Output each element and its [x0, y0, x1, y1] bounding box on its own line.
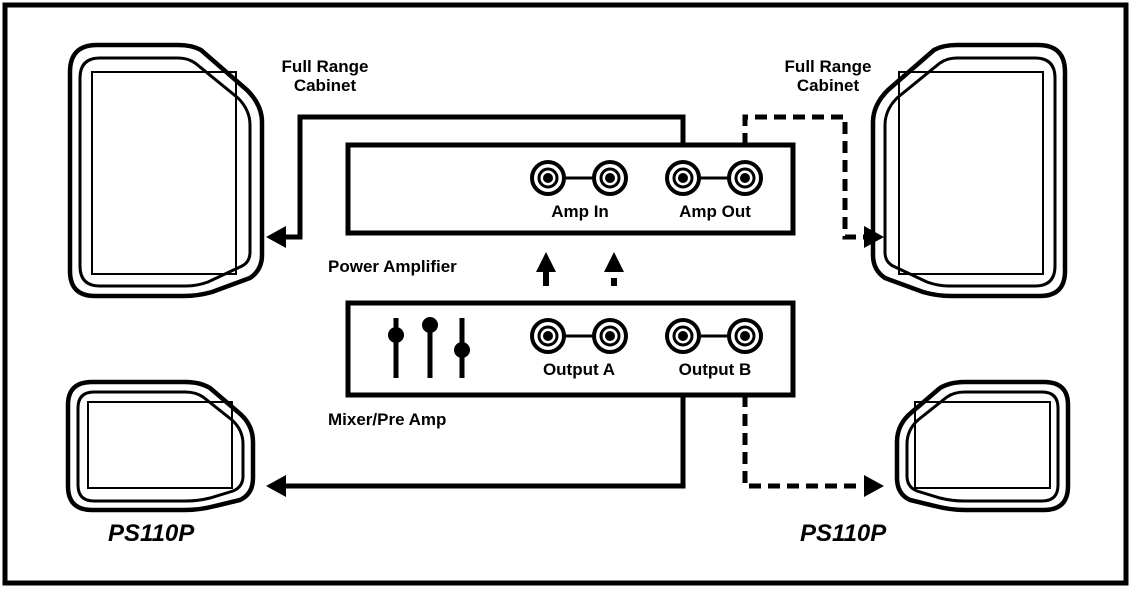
jack-icon — [530, 160, 566, 196]
jack-icon — [727, 318, 763, 354]
ps110p-speaker-left — [65, 379, 256, 513]
cable-output-b-to-right-ps110p — [742, 395, 863, 489]
arrow-left-ps110p — [266, 475, 286, 497]
arrow-left-cabinet — [266, 226, 286, 248]
cabinet-right-label-line2: Cabinet — [797, 76, 860, 95]
jack-icon — [530, 318, 566, 354]
full-range-cabinet-right — [870, 42, 1068, 299]
ps110p-speaker-right — [894, 379, 1071, 513]
amp-in-jacks — [530, 160, 628, 196]
cable-output-a-to-left-ps110p — [285, 395, 686, 489]
amp-in-label: Amp In — [551, 202, 609, 221]
mixer-label: Mixer/Pre Amp — [328, 410, 446, 429]
arrow-right-cabinet — [864, 226, 884, 248]
jack-icon — [727, 160, 763, 196]
model-label-right: PS110P — [800, 520, 887, 547]
power-amplifier-box — [345, 142, 796, 236]
model-label-left: PS110P — [108, 520, 195, 547]
mixer-fader-icon — [388, 317, 470, 378]
full-range-cabinet-left — [67, 42, 265, 299]
cabinet-left-label-line1: Full Range — [282, 57, 369, 76]
output-a-jacks — [530, 318, 628, 354]
jack-icon — [665, 318, 701, 354]
mixer-box — [345, 300, 796, 398]
cabinet-left-label-line2: Cabinet — [294, 76, 357, 95]
cabinet-right-label-line1: Full Range — [785, 57, 872, 76]
amp-out-jacks — [665, 160, 763, 196]
jack-icon — [592, 160, 628, 196]
arrow-right-ps110p — [864, 475, 884, 497]
signal-arrow-solid — [536, 252, 556, 286]
jack-icon — [665, 160, 701, 196]
signal-arrow-dashed — [604, 252, 624, 286]
output-a-label: Output A — [543, 360, 615, 379]
output-b-label: Output B — [679, 360, 752, 379]
cable-amp-to-right-cabinet — [742, 114, 865, 240]
jack-icon — [592, 318, 628, 354]
cable-amp-to-left-cabinet — [285, 114, 686, 240]
amp-out-label: Amp Out — [679, 202, 751, 221]
power-amplifier-label: Power Amplifier — [328, 257, 457, 276]
output-b-jacks — [665, 318, 763, 354]
